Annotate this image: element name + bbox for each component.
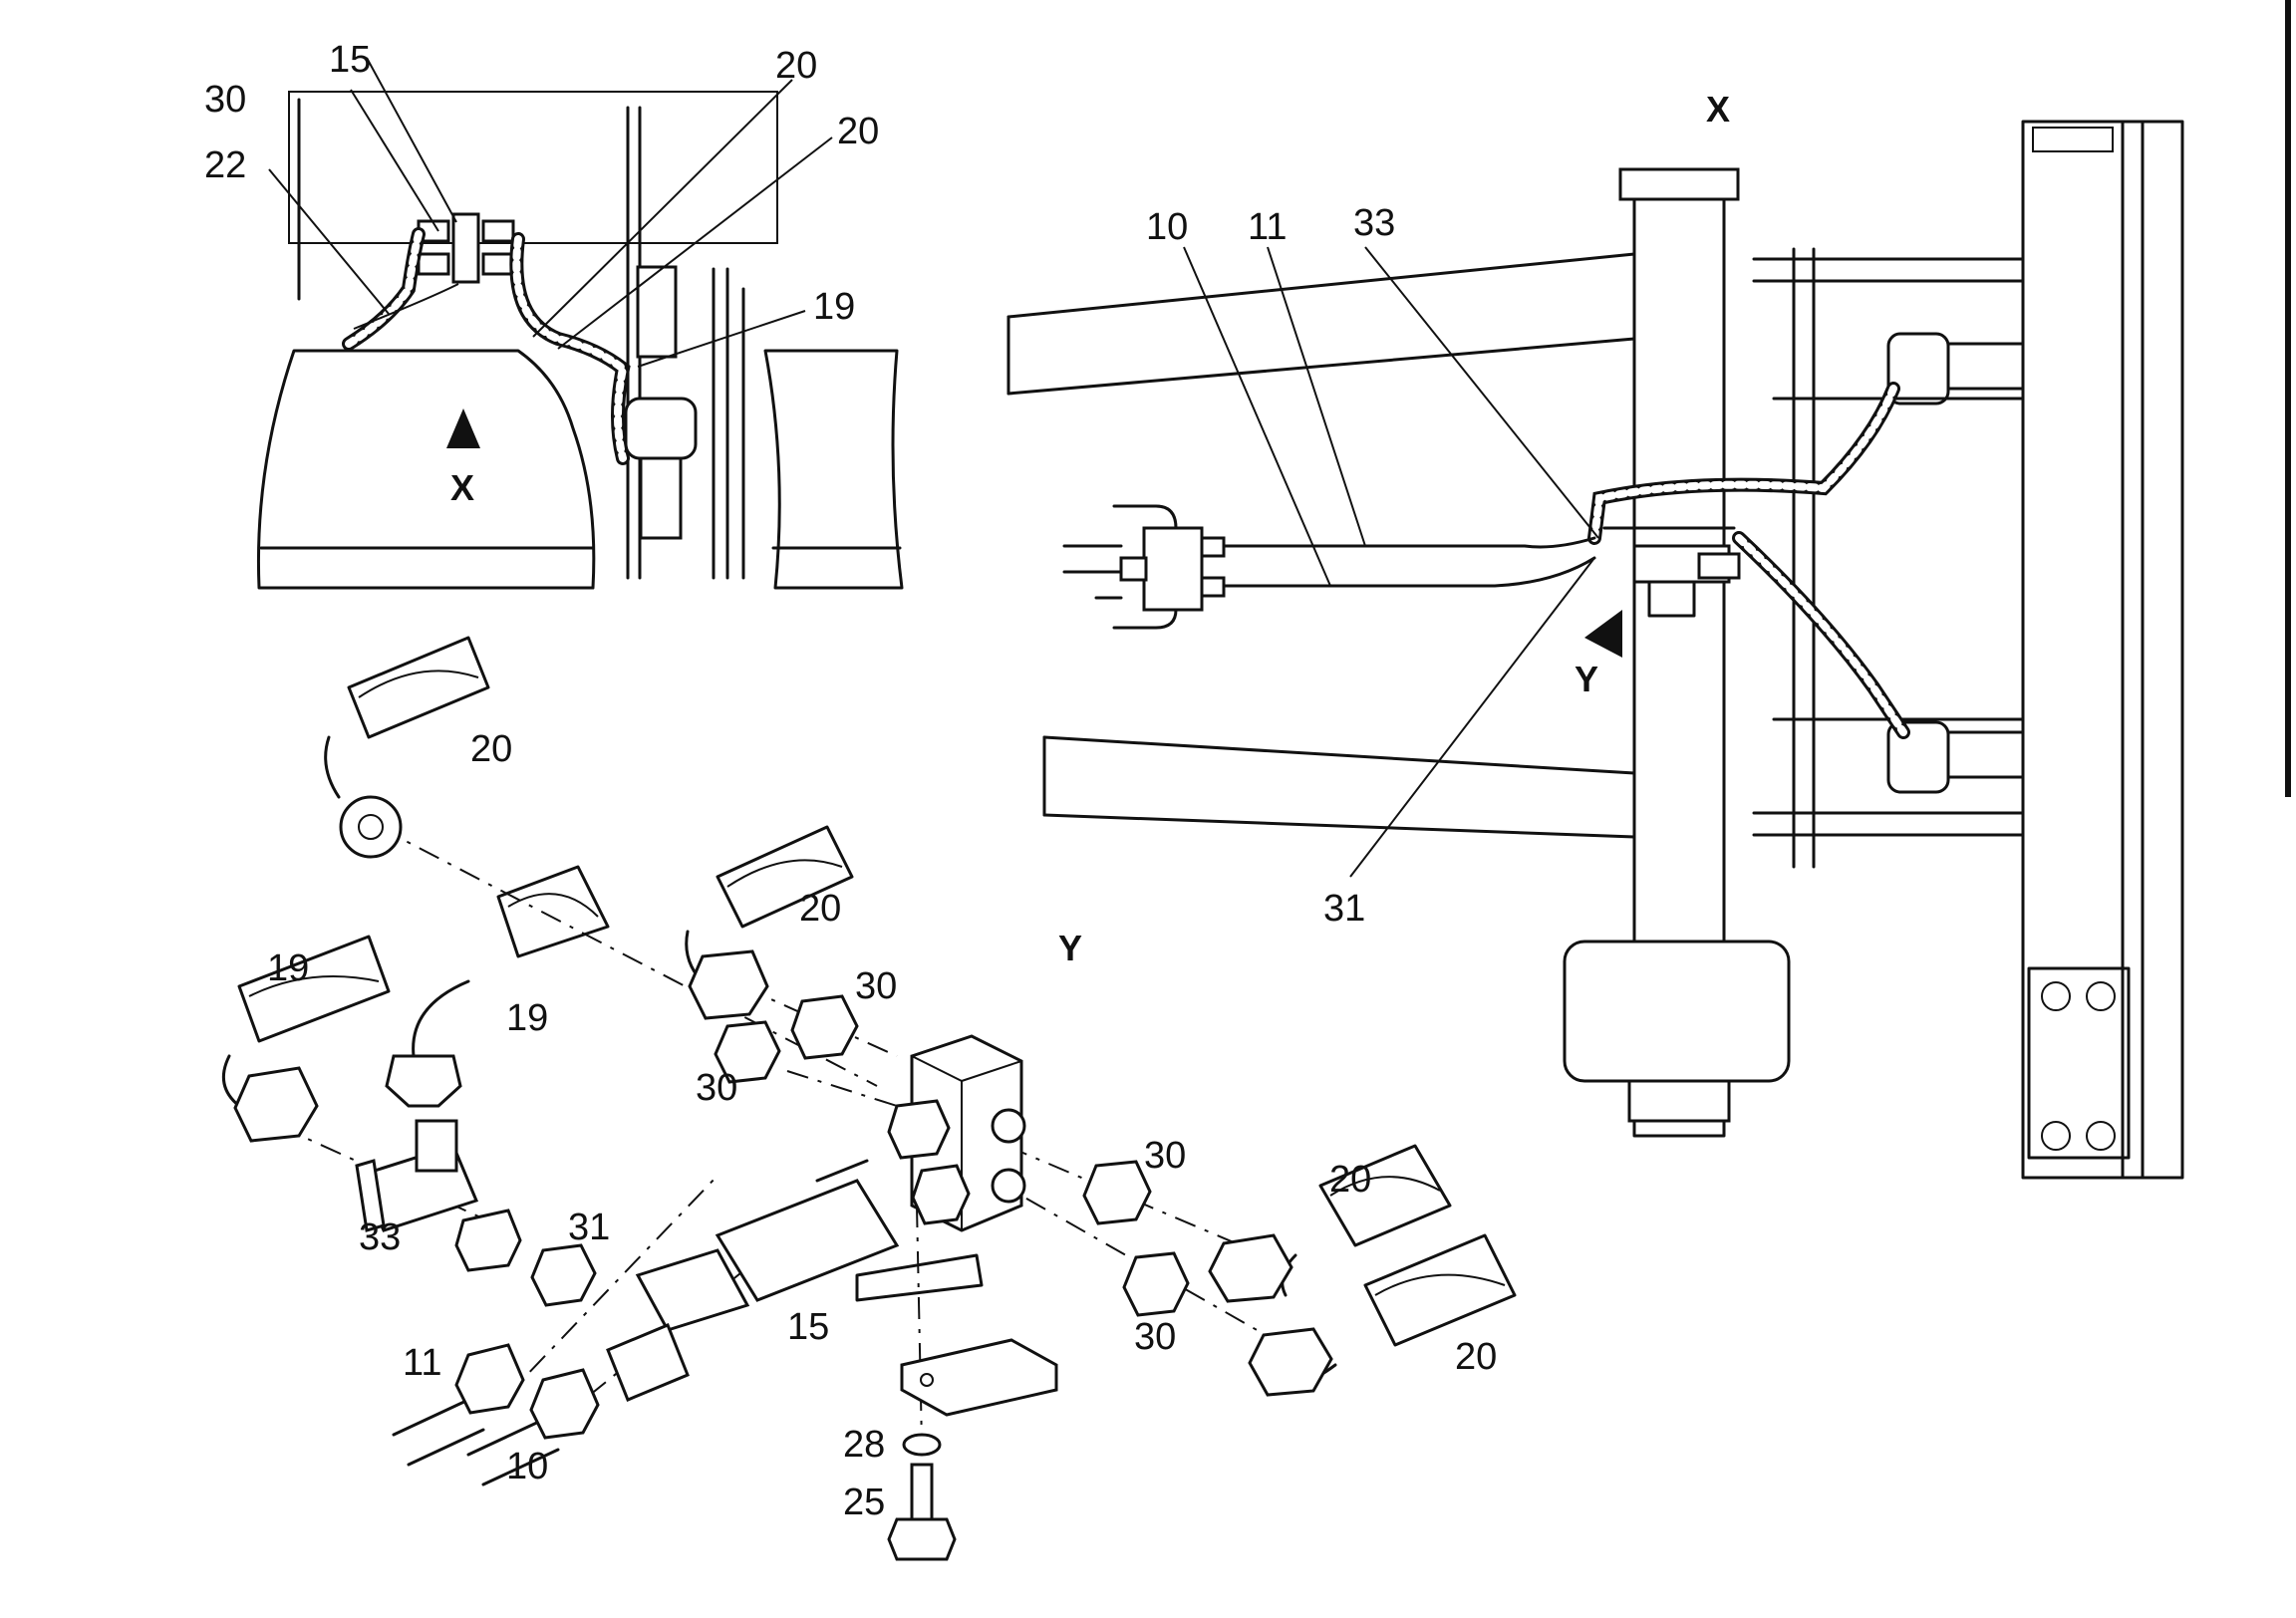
callout-ex-33: 33 xyxy=(359,1216,401,1258)
callout-ex-11: 11 xyxy=(403,1342,441,1384)
view-x-arrow-label: X xyxy=(450,467,474,508)
brake-cylinder xyxy=(624,397,698,460)
washer-28 xyxy=(902,1433,942,1457)
callout-ex-30-upper: 30 xyxy=(855,965,897,1007)
callout-ex-30-right: 30 xyxy=(1144,1135,1186,1177)
hose-20-top-elbow xyxy=(324,636,490,859)
view-y-arrow xyxy=(1584,610,1622,658)
callout-ex-20-right: 20 xyxy=(1329,1159,1371,1201)
nut-30-upper xyxy=(790,994,859,1060)
callout-ex-19-left: 19 xyxy=(267,947,309,989)
callout-tl-15: 15 xyxy=(329,39,371,81)
callout-ex-30-left: 30 xyxy=(696,1067,737,1109)
callout-ex-28: 28 xyxy=(843,1424,885,1466)
hose-19-left-elbow xyxy=(221,935,391,1143)
callout-ex-20-top: 20 xyxy=(470,728,512,770)
callout-ex-10: 10 xyxy=(506,1446,548,1487)
exploded-view-y: Y xyxy=(221,636,1517,1561)
line-10-exploded xyxy=(466,1368,600,1486)
left-wheel xyxy=(256,349,596,590)
valve-block-15-exploded xyxy=(606,1034,1026,1402)
view-top-right: X xyxy=(1006,89,2184,1180)
hose-19-mid-elbow xyxy=(385,865,610,1108)
line-10 xyxy=(1222,556,1596,588)
callout-ex-19-mid: 19 xyxy=(506,997,548,1039)
nut-30-lower xyxy=(1122,1251,1190,1317)
bracket-plate xyxy=(900,1338,1058,1417)
callout-ex-30-lower: 30 xyxy=(1134,1316,1176,1358)
valve-block-15-top xyxy=(451,212,480,284)
callout-tl-30: 30 xyxy=(204,79,246,121)
callout-ex-31: 31 xyxy=(568,1207,610,1248)
hose-20-right-low-elbow xyxy=(1248,1233,1517,1397)
callout-tl-20b: 20 xyxy=(837,111,879,152)
callout-tr-10: 10 xyxy=(1146,206,1188,248)
callout-tl-20a: 20 xyxy=(775,45,817,87)
callout-ex-20-mid: 20 xyxy=(799,888,841,930)
view-y-arrow-label: Y xyxy=(1575,659,1598,699)
hub-bottom xyxy=(1563,940,1791,1083)
callout-tr-33: 33 xyxy=(1353,202,1395,244)
callout-tr-31: 31 xyxy=(1323,888,1365,930)
mounting-plate xyxy=(2027,966,2131,1160)
tee-fitting-33 xyxy=(355,1119,522,1272)
nut-31 xyxy=(530,1243,597,1307)
callout-ex-20-right-low: 20 xyxy=(1455,1336,1497,1378)
callout-ex-15: 15 xyxy=(787,1306,829,1348)
view-top-left: X 15 30 22 20 20 19 xyxy=(204,39,904,590)
view-x-marker: X xyxy=(1706,89,1730,130)
callout-tr-11: 11 xyxy=(1248,206,1287,248)
line-11 xyxy=(1222,536,1596,549)
hose-20 xyxy=(509,232,631,465)
line-11-exploded xyxy=(392,1343,525,1467)
callout-tl-19: 19 xyxy=(813,286,855,328)
callout-ex-25: 25 xyxy=(843,1482,885,1523)
nut-30-left xyxy=(714,1020,781,1084)
nut-30-right xyxy=(1082,1160,1152,1225)
distribution-block xyxy=(1142,526,1204,612)
hose-20-mid-elbow xyxy=(685,825,854,1020)
right-wheel xyxy=(763,349,904,590)
hose-20-right-elbow xyxy=(1208,1144,1452,1303)
bolt-25 xyxy=(887,1463,957,1561)
frame-beam xyxy=(2021,120,2184,1180)
view-x-arrow xyxy=(446,408,480,448)
view-y-heading: Y xyxy=(1058,928,1082,968)
callout-tl-22: 22 xyxy=(204,144,246,186)
